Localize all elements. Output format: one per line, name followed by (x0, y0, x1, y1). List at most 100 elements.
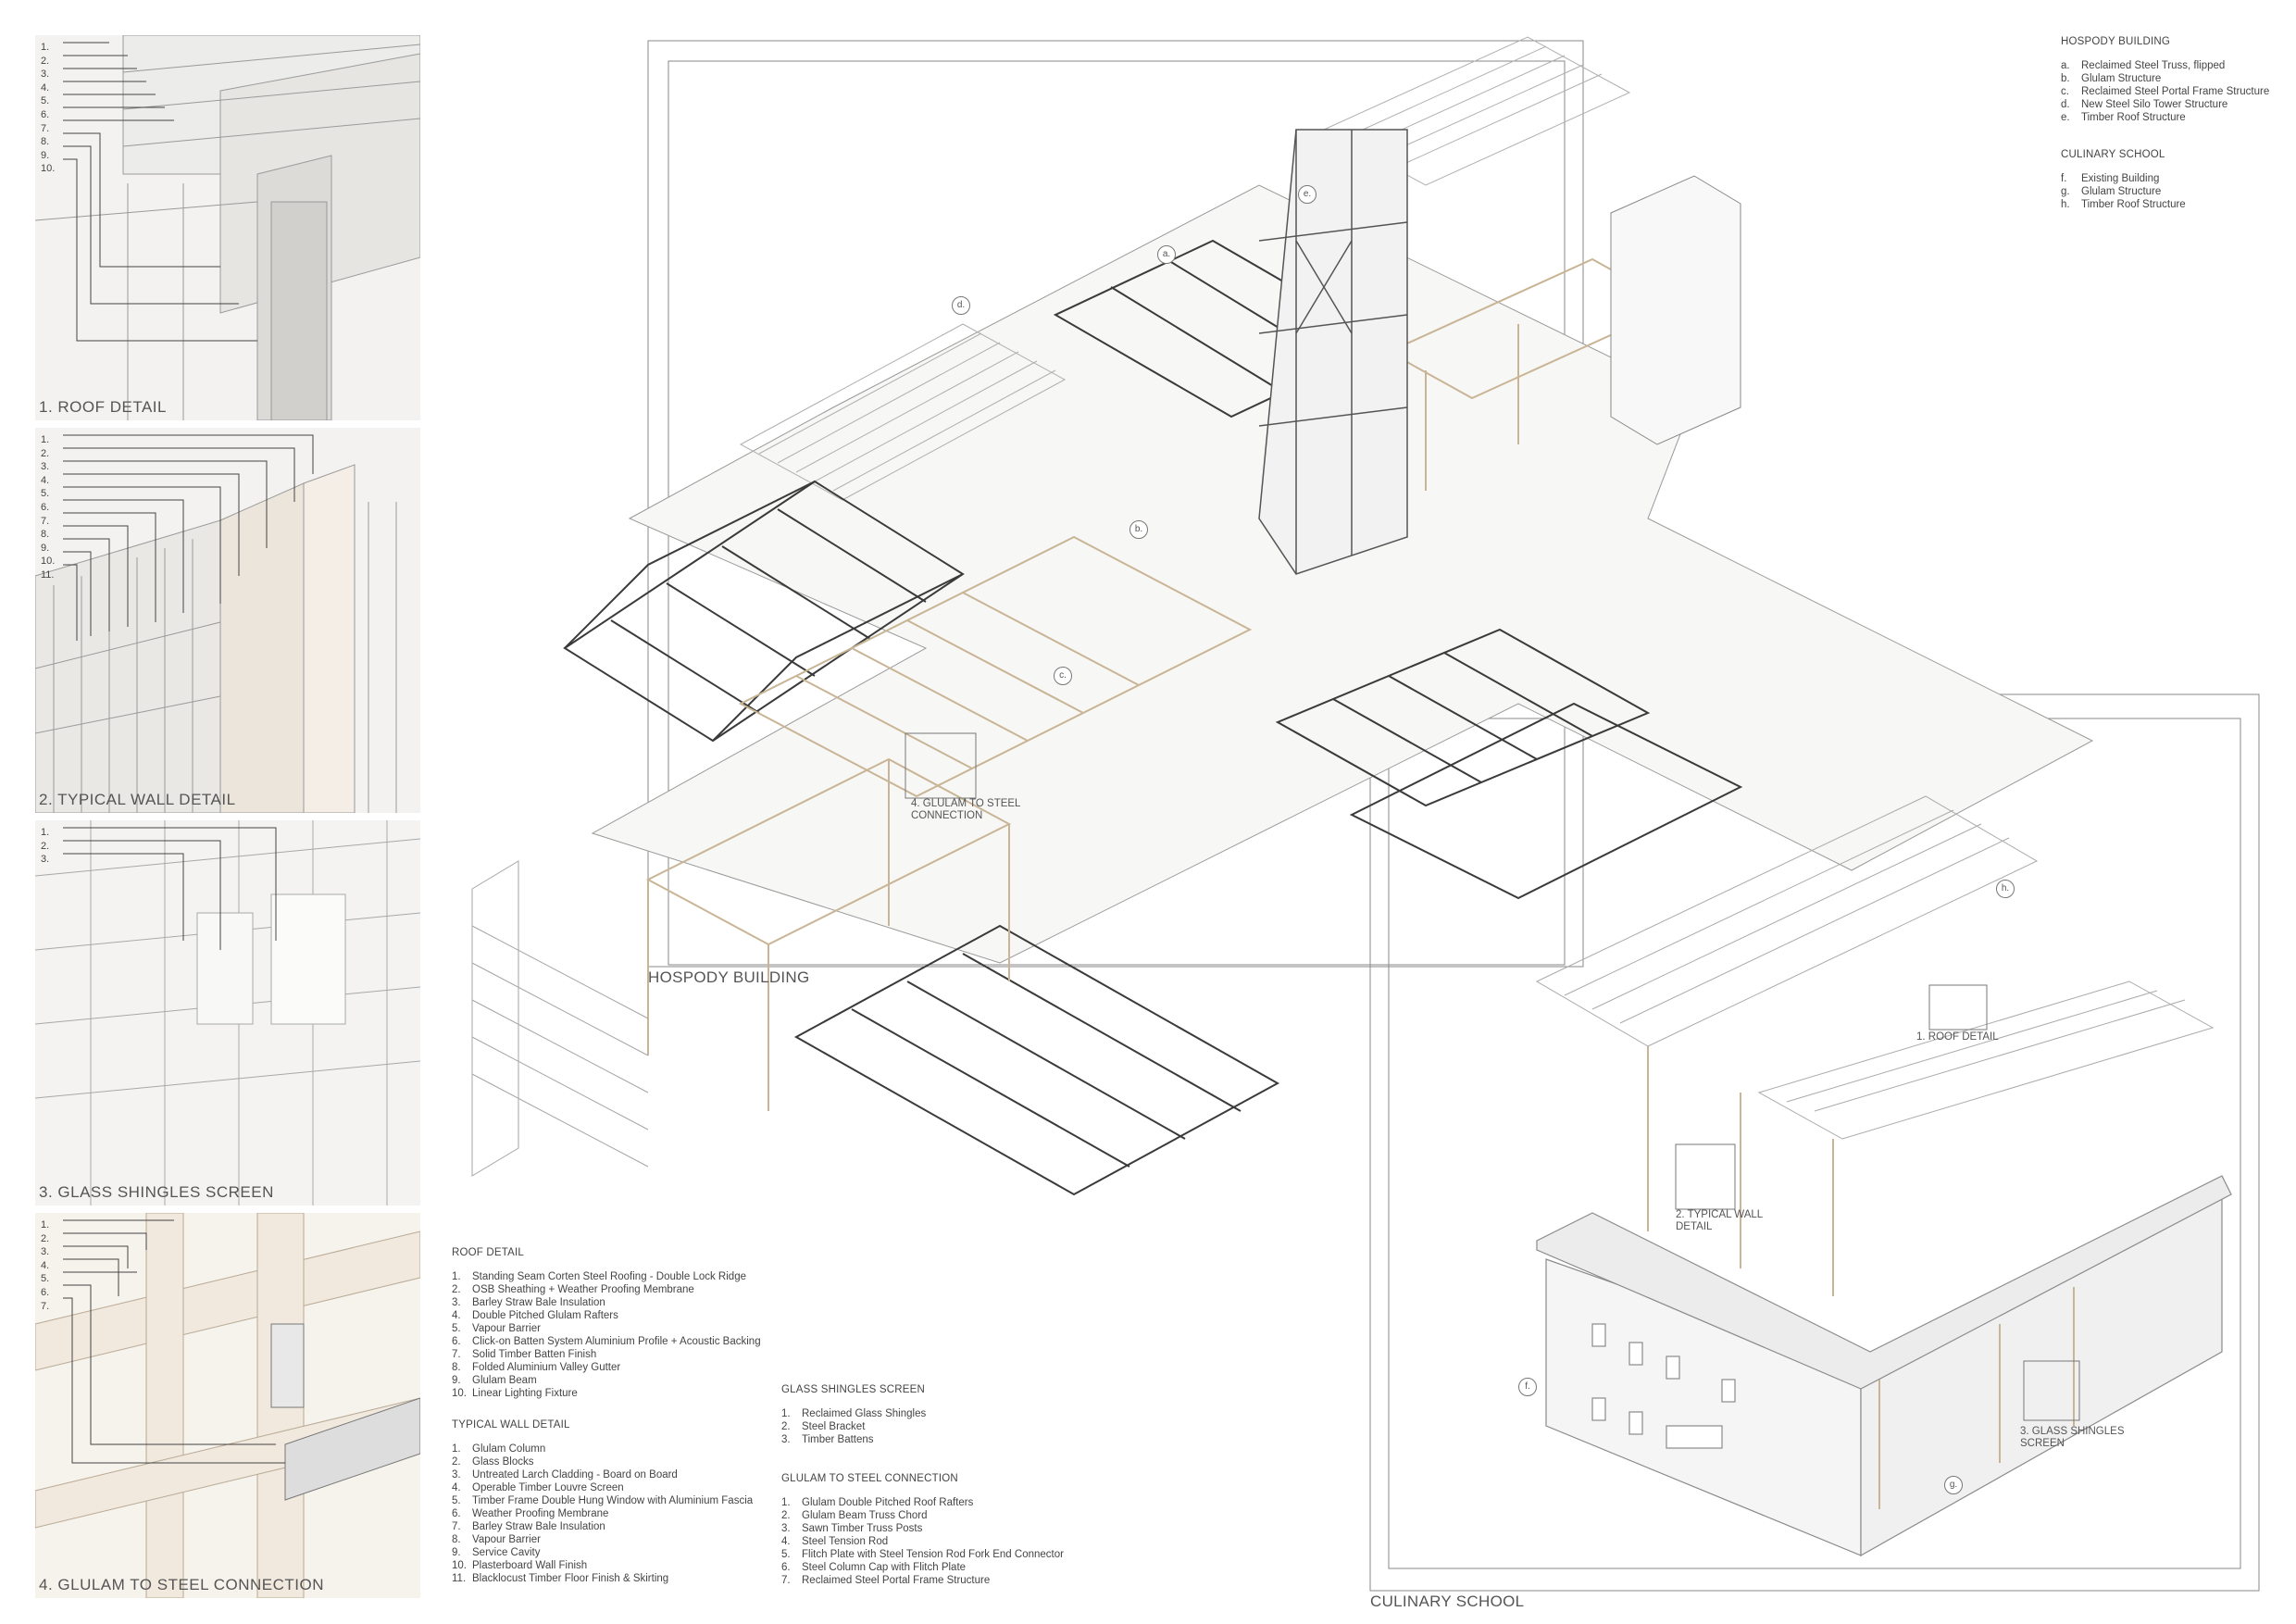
legend-item: 3. Untreated Larch Cladding - Board on Bo… (452, 1468, 753, 1481)
legend-text: Vapour Barrier (472, 1534, 541, 1545)
callout-number: 5. (41, 95, 50, 107)
callout-number: 4. (41, 474, 50, 486)
callout-number: 8. (41, 529, 50, 541)
callout-number: 1. (41, 1219, 50, 1230)
silo-tower (1258, 129, 1408, 575)
detail-reference-boxes (905, 732, 2080, 1421)
legend-item: 2.OSB Sheathing + Weather Proofing Membr… (452, 1283, 761, 1296)
callout-number: 3. (41, 1246, 50, 1258)
legend-text: Timber Roof Structure (2081, 199, 2186, 210)
legend-number: 1. (452, 1443, 461, 1455)
tag-line: 3. GLASS SHINGLES (2020, 1426, 2125, 1437)
tag-line: DETAIL (1676, 1221, 1713, 1232)
roof-detail-tag: 1. ROOF DETAIL (1916, 1031, 1999, 1043)
callout-a: a. (1157, 245, 1176, 264)
legend-item: d.New Steel Silo Tower Structure (2061, 98, 2269, 111)
legend-number: 5. (781, 1549, 791, 1560)
panel-title: 3. GLASS SHINGLES SCREEN (39, 1183, 274, 1201)
legend-text: Glulam Beam Truss Chord (802, 1510, 928, 1521)
legend-text: Service Cavity (472, 1547, 541, 1558)
steel-trusses (563, 239, 1743, 1196)
legend-number: 3. (452, 1469, 461, 1480)
legend-text: Glulam Structure (2081, 73, 2162, 84)
legend-number: g. (2061, 186, 2070, 197)
legend-text: Glass Blocks (472, 1456, 534, 1468)
legend-item: 7.Barley Straw Bale Insulation (452, 1520, 753, 1533)
tag-line: 2. TYPICAL WALL (1676, 1209, 1764, 1220)
callout-e: e. (1298, 185, 1316, 204)
legend-text: Double Pitched Glulam Rafters (472, 1310, 618, 1321)
legend-item: 3.Timber Battens (781, 1433, 926, 1446)
legend-item: 4.Steel Tension Rod (781, 1535, 1064, 1548)
callout-number: 9. (41, 149, 50, 161)
callout-number: 3. (41, 854, 50, 866)
legend-item: 2.Steel Bracket (781, 1420, 926, 1433)
callout-number: 6. (41, 501, 50, 513)
legend-number: 4. (781, 1536, 791, 1547)
legend-text: Timber Roof Structure (2081, 112, 2186, 123)
glulam-connection-tag: 4. GLULAM TO STEEL CONNECTION (911, 798, 1020, 822)
legend-text: New Steel Silo Tower Structure (2081, 99, 2228, 110)
tag-line: SCREEN (2020, 1438, 2065, 1449)
existing-block-upper (1610, 175, 1741, 445)
legend-number: b. (2061, 73, 2070, 84)
glulam-structure (645, 257, 1678, 1111)
callout-c: c. (1054, 667, 1072, 685)
legend-roof-detail: ROOF DETAIL 1.Standing Seam Corten Steel… (452, 1246, 761, 1400)
legend-item: 8.Folded Aluminium Valley Gutter (452, 1361, 761, 1374)
legend-item: 2.Glulam Beam Truss Chord (781, 1509, 1064, 1522)
callout-number: 6. (41, 1286, 50, 1298)
legend-text: Solid Timber Batten Finish (472, 1349, 597, 1360)
legend-item: f.Existing Building (2061, 172, 2186, 185)
callout-number: 1. (41, 42, 50, 53)
callout-number: 2. (41, 55, 50, 67)
legend-number: 6. (452, 1336, 461, 1347)
legend-text: Vapour Barrier (472, 1323, 541, 1334)
legend-item: h.Timber Roof Structure (2061, 198, 2186, 211)
callout-number: 7. (41, 1300, 50, 1312)
legend-item: 9.Service Cavity (452, 1546, 753, 1559)
legend-number: e. (2061, 112, 2070, 123)
legend-number: 6. (781, 1562, 791, 1573)
legend-number: 10. (452, 1560, 467, 1571)
legend-item: 1.Glulam Double Pitched Roof Rafters (781, 1496, 1064, 1509)
panel-glass-shingles: 1. 2. 3. 3. GLASS SHINGLES SCREEN (35, 820, 420, 1206)
legend-text: OSB Sheathing + Weather Proofing Membran… (472, 1284, 694, 1295)
panel-wall-detail: 1. 2. 3. 4. 5. 6. 7. 8. 9. 10. 11. 2. TY… (35, 428, 420, 813)
legend-item: 7.Reclaimed Steel Portal Frame Structure (781, 1574, 1064, 1587)
legend-item: 7.Solid Timber Batten Finish (452, 1348, 761, 1361)
legend-heading: GLULAM TO STEEL CONNECTION (781, 1473, 958, 1484)
legend-heading: GLASS SHINGLES SCREEN (781, 1384, 926, 1395)
culinary-glulam (1647, 1046, 2075, 1509)
legend-item: c.Reclaimed Steel Portal Frame Structure (2061, 85, 2269, 98)
legend-number: 8. (452, 1362, 461, 1373)
legend-item: 5. Vapour Barrier (452, 1322, 761, 1335)
legend-text: Untreated Larch Cladding - Board on Boar… (472, 1469, 678, 1480)
legend-number: 4. (452, 1482, 461, 1493)
legend-number: 5. (452, 1323, 461, 1334)
callout-number: 2. (41, 1232, 50, 1244)
legend-text: Barley Straw Bale Insulation (472, 1521, 605, 1532)
legend-item: 1.Reclaimed Glass Shingles (781, 1407, 926, 1420)
glass-shingles-drawing (35, 820, 420, 1206)
legend-item: 3.Sawn Timber Truss Posts (781, 1522, 1064, 1535)
legend-text: Sawn Timber Truss Posts (802, 1523, 923, 1534)
legend-text: Glulam Structure (2081, 186, 2162, 197)
legend-number: 3. (781, 1434, 791, 1445)
legend-text: Glulam Beam (472, 1375, 537, 1386)
callout-number: 2. (41, 447, 50, 459)
legend-number: 8. (452, 1534, 461, 1545)
timber-roof-hospody (739, 36, 1631, 501)
legend-item: 6.Weather Proofing Membrane (452, 1507, 753, 1520)
legend-item: 4.Double Pitched Glulam Rafters (452, 1309, 761, 1322)
legend-culinary-school: CULINARY SCHOOL f.Existing Building g.Gl… (2061, 148, 2186, 211)
legend-text: Reclaimed Steel Truss, flipped (2081, 60, 2226, 71)
legend-number: 3. (452, 1297, 461, 1308)
panel-title: 2. TYPICAL WALL DETAIL (39, 791, 236, 808)
legend-number: 5. (452, 1495, 461, 1506)
callout-number: 7. (41, 515, 50, 527)
callout-b: b. (1129, 520, 1148, 539)
legend-item: 5.Flitch Plate with Steel Tension Rod Fo… (781, 1548, 1064, 1561)
legend-number: f. (2061, 173, 2067, 184)
callout-number: 4. (41, 1259, 50, 1271)
